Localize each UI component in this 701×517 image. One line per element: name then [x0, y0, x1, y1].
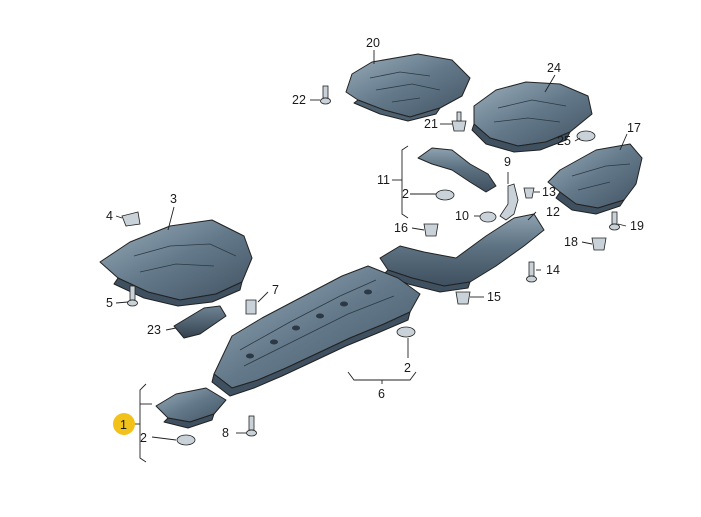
label-25: 25	[557, 134, 571, 148]
label-2-upper: 2	[402, 187, 409, 201]
clip-16-icon	[423, 223, 439, 237]
label-22: 22	[292, 93, 306, 107]
part-11-strip	[417, 147, 497, 193]
label-16: 16	[394, 221, 408, 235]
label-19: 19	[630, 219, 644, 233]
label-13: 13	[542, 185, 556, 199]
bolt-22-icon	[320, 85, 331, 105]
clip-15-icon	[455, 291, 471, 305]
part-6-panel	[211, 265, 421, 397]
part-20-panel	[345, 53, 471, 122]
label-17: 17	[627, 121, 641, 135]
bracket-9-icon	[499, 183, 519, 221]
bolt-5-icon	[127, 285, 138, 307]
label-5: 5	[106, 296, 113, 310]
label-8: 8	[222, 426, 229, 440]
nut-2-lower-icon	[176, 434, 196, 446]
label-11: 11	[377, 173, 390, 187]
label-23: 23	[147, 323, 161, 337]
label-20: 20	[366, 36, 380, 50]
label-12: 12	[546, 205, 560, 219]
clip-7-icon	[245, 299, 257, 315]
label-6: 6	[378, 387, 385, 401]
clip-21-icon	[451, 111, 467, 132]
callout-labels: 20 22 24 21 25 17 11 2 9 13 10 12 16 18 …	[106, 36, 644, 445]
label-15: 15	[487, 290, 501, 304]
label-18: 18	[564, 235, 578, 249]
label-1: 1	[120, 418, 127, 432]
part-24-panel	[471, 81, 593, 153]
bolt-14-icon	[526, 261, 537, 283]
panel-6-holes	[246, 289, 372, 359]
clip-18-icon	[591, 237, 607, 251]
label-7: 7	[272, 283, 279, 297]
part-3-panel	[99, 219, 253, 307]
label-2-mid: 2	[404, 361, 411, 375]
label-3: 3	[170, 192, 177, 206]
hardware	[121, 85, 620, 446]
bolt-8-icon	[246, 415, 257, 437]
leader-lines	[115, 50, 628, 463]
part-17-panel	[547, 143, 643, 215]
nut-2-mid-icon	[396, 326, 416, 338]
nut-25-icon	[576, 130, 596, 142]
label-4: 4	[106, 209, 113, 223]
highlight-marker-icon	[113, 413, 135, 435]
part-1-panel	[155, 387, 227, 429]
nut-10-icon	[479, 211, 497, 223]
label-24: 24	[547, 61, 561, 75]
label-21: 21	[424, 117, 438, 131]
label-9: 9	[504, 155, 511, 169]
part-23-panel	[173, 305, 227, 339]
clip-13-icon	[523, 187, 535, 199]
bolt-19-icon	[609, 211, 620, 231]
label-10: 10	[455, 209, 469, 223]
label-2-lower: 2	[140, 431, 147, 445]
label-14: 14	[546, 263, 560, 277]
clip-4-icon	[121, 211, 141, 227]
nut-2-upper-icon	[435, 189, 455, 201]
